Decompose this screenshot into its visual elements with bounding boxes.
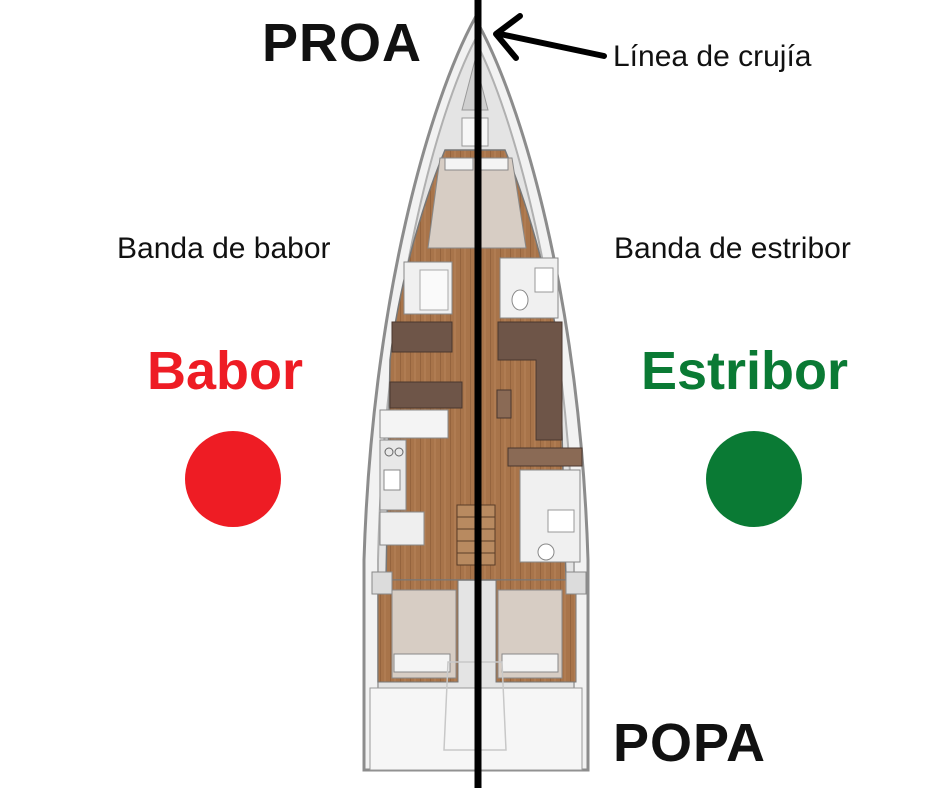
starboard-band-label: Banda de estribor — [614, 232, 851, 265]
starboard-sink — [534, 267, 554, 293]
chart-table — [507, 447, 583, 467]
port-label: Babor — [147, 341, 304, 401]
saloon-table — [496, 389, 512, 419]
galley-counter — [379, 409, 449, 439]
starboard-light-dot — [706, 431, 802, 527]
starboard-sofa — [497, 321, 563, 441]
port-sofa — [391, 321, 453, 353]
port-aft-pillow — [393, 653, 451, 673]
aft-head-toilet — [537, 543, 555, 561]
port-locker — [371, 571, 393, 595]
aft-head-sink — [547, 509, 575, 533]
stern-label: POPA — [613, 713, 767, 773]
port-light-dot — [185, 431, 281, 527]
stove-burner — [394, 447, 404, 457]
starboard-toilet — [511, 289, 529, 311]
starboard-locker — [565, 571, 587, 595]
starboard-aft-pillow — [501, 653, 559, 673]
tender-outline — [443, 661, 507, 751]
port-settee — [389, 381, 463, 409]
port-shower — [419, 269, 449, 311]
centerline-arrow — [493, 13, 607, 61]
galley-sink — [383, 469, 401, 491]
galley-corner — [379, 511, 425, 546]
stove-burner — [384, 447, 394, 457]
forward-pillow-left — [444, 157, 474, 171]
port-band-label: Banda de babor — [117, 232, 331, 265]
forward-pillow-right — [479, 157, 509, 171]
starboard-label: Estribor — [641, 341, 849, 401]
centerline-label: Línea de crujía — [613, 40, 812, 73]
bow-label: PROA — [262, 13, 423, 73]
